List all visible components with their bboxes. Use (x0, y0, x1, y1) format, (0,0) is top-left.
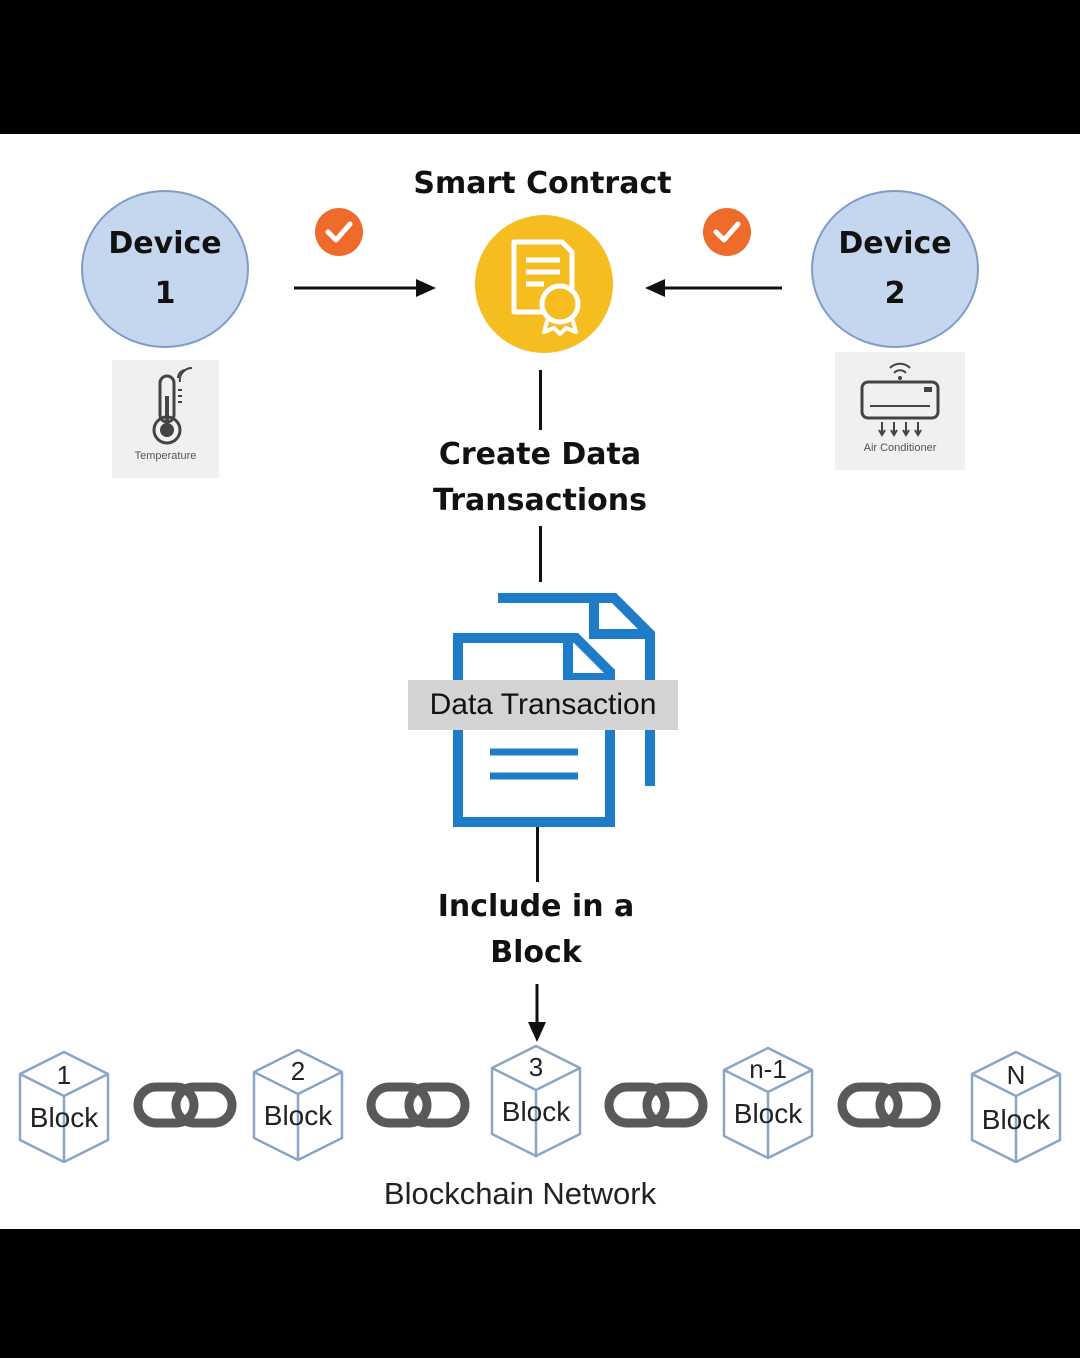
block-3-word: Block (501, 1096, 571, 1127)
cube-icon (722, 1046, 814, 1160)
block-n-number: N (1006, 1060, 1026, 1090)
device-1-name: Device (108, 226, 222, 261)
cube-icon (18, 1050, 110, 1164)
block-3-number: 3 (528, 1052, 544, 1082)
smart-contract-title: Smart Contract (413, 166, 672, 201)
data-transaction-label: Data Transaction (408, 680, 678, 730)
block-n: N Block (966, 1046, 1066, 1166)
temperature-caption: Temperature (134, 450, 197, 462)
air-conditioner-panel: Air Conditioner (835, 352, 965, 470)
smart-contract-icon (475, 215, 613, 353)
chain-link-icon (837, 1082, 941, 1128)
block-1-number: 1 (56, 1060, 72, 1090)
block-3: 3 Block (486, 1040, 586, 1160)
air-conditioner-icon (860, 362, 940, 437)
include-line-2: Block (490, 935, 582, 970)
block-1-word: Block (29, 1102, 99, 1133)
device-2-node: Device 2 (811, 190, 979, 348)
create-line-1: Create Data (438, 437, 642, 472)
block-2-word: Block (263, 1100, 333, 1131)
blockchain-network-label: Blockchain Network (383, 1176, 657, 1211)
block-n-minus-1: n-1 Block (718, 1042, 818, 1162)
check-icon (315, 208, 363, 256)
connector-line (539, 370, 542, 430)
block-2-number: 2 (290, 1056, 306, 1086)
check-icon (703, 208, 751, 256)
include-in-block-label: Include in a Block (400, 884, 672, 976)
arrow-left-icon (645, 279, 782, 297)
create-line-2: Transactions (433, 483, 647, 518)
chain-link-icon (604, 1082, 708, 1128)
connector-line (539, 526, 542, 582)
device-1-number: 1 (154, 276, 176, 311)
diagram-canvas: Smart Contract Device 1 Device 2 (0, 134, 1080, 1229)
cube-icon (970, 1050, 1062, 1164)
device-2-number: 2 (884, 276, 906, 311)
arrow-right-icon (294, 279, 436, 297)
block-2: 2 Block (248, 1044, 348, 1164)
air-conditioner-caption: Air Conditioner (863, 442, 937, 454)
block-n-minus-1-word: Block (733, 1098, 803, 1129)
create-data-transactions-label: Create Data Transactions (400, 432, 680, 524)
device-1-node: Device 1 (81, 190, 249, 348)
connector-line (536, 826, 539, 882)
device-2-name: Device (838, 226, 952, 261)
block-n-minus-1-number: n-1 (749, 1054, 787, 1084)
block-1: 1 Block (14, 1046, 114, 1166)
cube-icon (252, 1048, 344, 1162)
arrow-down-icon (528, 984, 546, 1042)
temperature-sensor-panel: Temperature (112, 360, 219, 478)
block-n-word: Block (981, 1104, 1051, 1135)
include-line-1: Include in a (437, 889, 635, 924)
chain-link-icon (366, 1082, 470, 1128)
cube-icon (490, 1044, 582, 1158)
chain-link-icon (133, 1082, 237, 1128)
thermometer-icon (152, 366, 192, 445)
